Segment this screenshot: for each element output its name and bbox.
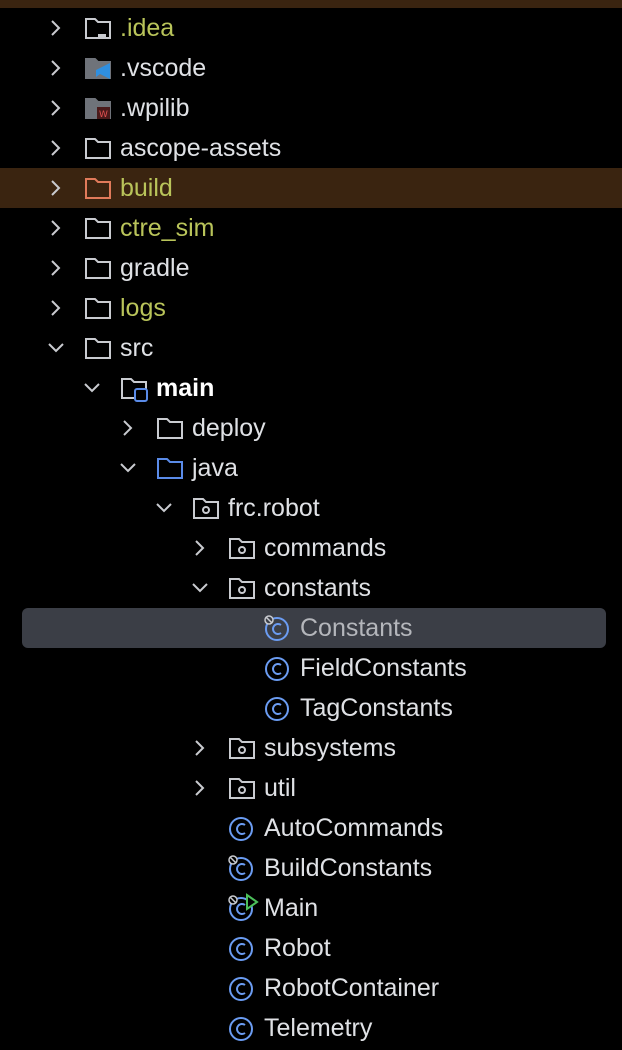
tree-item-util[interactable]: util: [0, 768, 622, 808]
tree-item-robot[interactable]: Robot: [0, 928, 622, 968]
tree-item-label: .wpilib: [120, 94, 190, 122]
tree-item-label: src: [120, 334, 154, 362]
tree-item-label: Robot: [264, 934, 331, 962]
class-icon: [262, 654, 292, 682]
class-icon: [226, 1014, 256, 1042]
vscode-folder-icon: [84, 54, 114, 82]
folder-icon: [84, 174, 114, 202]
tree-item-label: RobotContainer: [264, 974, 440, 1002]
chevron-right-icon[interactable]: [190, 538, 210, 558]
class-icon: [226, 854, 256, 882]
chevron-right-icon[interactable]: [46, 18, 66, 38]
tree-item-tagconstants[interactable]: TagConstants: [0, 688, 622, 728]
svg-text:W: W: [99, 110, 108, 120]
folder-icon: [156, 414, 186, 442]
tree-item-label: Constants: [300, 614, 413, 642]
selection-highlight: [22, 608, 606, 648]
source-folder-icon: [156, 454, 186, 482]
tree-item-idea[interactable]: .idea: [0, 8, 622, 48]
tree-item-subsystems[interactable]: subsystems: [0, 728, 622, 768]
tree-item-label: Main: [264, 894, 319, 922]
chevron-down-icon[interactable]: [82, 378, 102, 398]
tree-item-label: main: [156, 374, 215, 402]
tree-item-gradle[interactable]: gradle: [0, 248, 622, 288]
tree-item-constants-package[interactable]: constants: [0, 568, 622, 608]
tree-item-frc-robot[interactable]: frc.robot: [0, 488, 622, 528]
chevron-right-icon[interactable]: [46, 258, 66, 278]
tree-item-constants-class[interactable]: Constants: [0, 608, 622, 648]
tree-item-ascope-assets[interactable]: ascope-assets: [0, 128, 622, 168]
package-icon: [228, 734, 258, 762]
tree-item-ctre-sim[interactable]: ctre_sim: [0, 208, 622, 248]
package-icon: [228, 774, 258, 802]
folder-icon: [84, 134, 114, 162]
tree-item-fieldconstants[interactable]: FieldConstants: [0, 648, 622, 688]
package-icon: [228, 534, 258, 562]
top-highlight-strip: [0, 0, 622, 8]
tree-item-label: AutoCommands: [264, 814, 444, 842]
wpilib-folder-icon: W: [84, 94, 114, 122]
tree-item-label: java: [192, 454, 238, 482]
chevron-right-icon[interactable]: [46, 178, 66, 198]
tree-item-telemetry[interactable]: Telemetry: [0, 1008, 622, 1048]
tree-item-label: ctre_sim: [120, 214, 215, 242]
chevron-down-icon[interactable]: [118, 458, 138, 478]
tree-item-build[interactable]: build: [0, 168, 622, 208]
tree-item-commands[interactable]: commands: [0, 528, 622, 568]
package-icon: [192, 494, 222, 522]
chevron-right-icon[interactable]: [190, 778, 210, 798]
folder-icon: [84, 294, 114, 322]
class-icon: [262, 614, 292, 642]
chevron-right-icon[interactable]: [46, 218, 66, 238]
folder-icon: [84, 334, 114, 362]
tree-item-src[interactable]: src: [0, 328, 622, 368]
chevron-right-icon[interactable]: [190, 738, 210, 758]
tree-item-label: .idea: [120, 14, 175, 42]
runnable-class-icon: [226, 893, 259, 922]
tree-item-label: commands: [264, 534, 387, 562]
tree-item-label: FieldConstants: [300, 654, 467, 682]
chevron-down-icon[interactable]: [190, 578, 210, 598]
chevron-right-icon[interactable]: [118, 418, 138, 438]
class-icon: [226, 934, 256, 962]
project-tree: .idea .vscode W .wpilib ascope-assets bu…: [0, 8, 622, 1048]
tree-item-label: TagConstants: [300, 694, 453, 722]
package-icon: [228, 574, 258, 602]
tree-item-main-class[interactable]: Main: [0, 888, 622, 928]
tree-item-label: BuildConstants: [264, 854, 433, 882]
chevron-right-icon[interactable]: [46, 58, 66, 78]
chevron-right-icon[interactable]: [46, 98, 66, 118]
chevron-down-icon[interactable]: [154, 498, 174, 518]
tree-item-robotcontainer[interactable]: RobotContainer: [0, 968, 622, 1008]
tree-item-main[interactable]: main: [0, 368, 622, 408]
tree-item-label: .vscode: [120, 54, 207, 82]
tree-item-label: util: [264, 774, 296, 802]
class-icon: [226, 814, 256, 842]
tree-item-java[interactable]: java: [0, 448, 622, 488]
folder-icon: [84, 14, 114, 42]
tree-item-wpilib[interactable]: W .wpilib: [0, 88, 622, 128]
tree-item-label: gradle: [120, 254, 190, 282]
tree-item-label: constants: [264, 574, 372, 602]
folder-icon: [84, 214, 114, 242]
chevron-right-icon[interactable]: [46, 298, 66, 318]
tree-item-label: build: [120, 174, 173, 202]
tree-item-label: Telemetry: [264, 1014, 373, 1042]
chevron-down-icon[interactable]: [46, 338, 66, 358]
tree-item-label: deploy: [192, 414, 266, 442]
class-icon: [226, 974, 256, 1002]
module-folder-icon: [120, 374, 150, 402]
class-icon: [262, 694, 292, 722]
tree-item-autocommands[interactable]: AutoCommands: [0, 808, 622, 848]
tree-item-buildconstants[interactable]: BuildConstants: [0, 848, 622, 888]
tree-item-deploy[interactable]: deploy: [0, 408, 622, 448]
tree-item-logs[interactable]: logs: [0, 288, 622, 328]
folder-icon: [84, 254, 114, 282]
tree-item-vscode[interactable]: .vscode: [0, 48, 622, 88]
tree-item-label: logs: [120, 294, 166, 322]
tree-item-label: ascope-assets: [120, 134, 282, 162]
tree-item-label: frc.robot: [228, 494, 320, 522]
tree-item-label: subsystems: [264, 734, 396, 762]
chevron-right-icon[interactable]: [46, 138, 66, 158]
